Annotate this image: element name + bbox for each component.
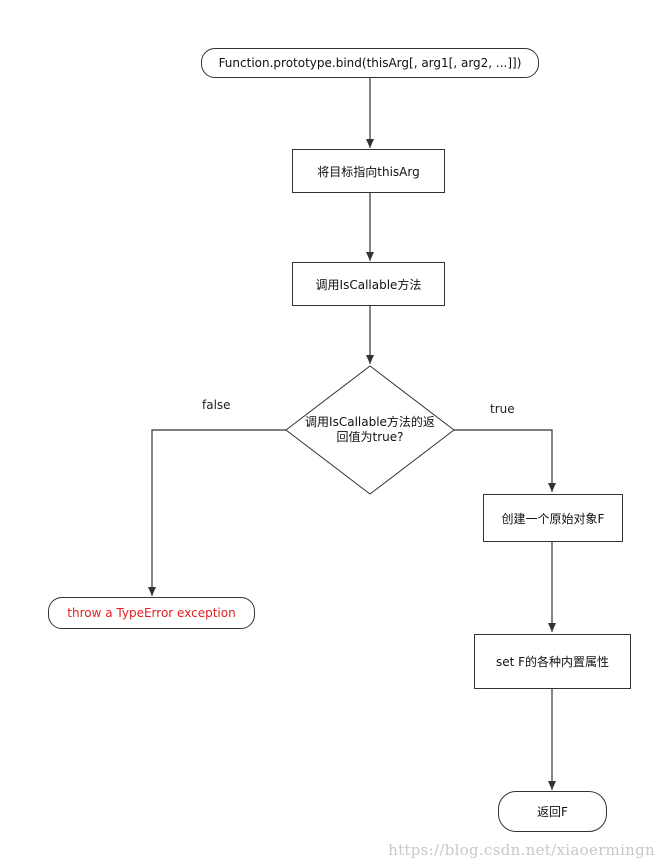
false-edge-label: false [202,398,231,412]
edge-true-branch [454,429,556,492]
true-edge-label: true [490,402,515,416]
start-node-label: Function.prototype.bind(thisArg[, arg1[,… [218,56,522,70]
create-object-node: 创建一个原始对象F [483,494,623,542]
watermark-text: https://blog.csdn.net/xiaoermingn [388,841,655,859]
iscallable-node: 调用IsCallable方法 [292,262,445,306]
create-object-node-label: 创建一个原始对象F [501,511,605,526]
iscallable-node-label: 调用IsCallable方法 [315,277,422,292]
set-this-node: 将目标指向thisArg [292,149,445,193]
decision-label: 调用IsCallable方法的返 回值为true? [295,415,445,445]
set-this-node-label: 将目标指向thisArg [317,164,420,179]
decision-diamond [285,365,455,495]
return-node-label: 返回F [537,805,568,819]
throw-error-node-label: throw a TypeError exception [67,606,236,620]
throw-error-node: throw a TypeError exception [48,597,255,629]
set-properties-node-label: set F的各种内置属性 [495,655,610,669]
decision-label-line1: 调用IsCallable方法的返 [305,415,435,429]
return-node: 返回F [498,791,607,832]
set-properties-node: set F的各种内置属性 [474,634,631,689]
edge-false-branch [148,429,286,596]
decision-label-line2: 回值为true? [336,430,404,444]
start-node: Function.prototype.bind(thisArg[, arg1[,… [201,48,539,78]
